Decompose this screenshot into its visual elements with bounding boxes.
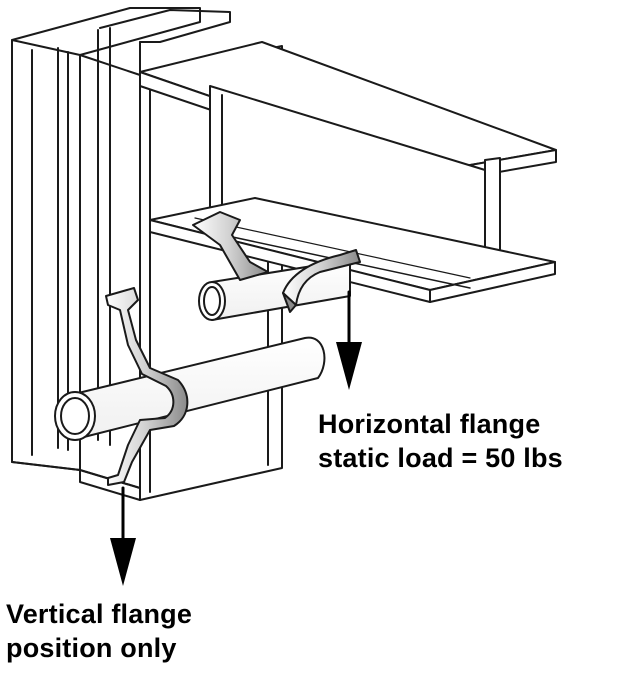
horizontal-load-arrow: [336, 290, 362, 390]
lower-pipe: [54, 336, 326, 441]
horizontal-label-line2: static load = 50 lbs: [318, 443, 563, 473]
vertical-label-line2: position only: [6, 633, 177, 663]
vertical-label-line1: Vertical flange: [6, 599, 193, 629]
horizontal-label-line1: Horizontal flange: [318, 409, 541, 439]
vertical-flange-clip: [105, 287, 189, 486]
horizontal-flange-clip: [192, 211, 361, 313]
horizontal-flange-label: Horizontal flange static load = 50 lbs: [318, 407, 563, 475]
vertical-position-arrow: [110, 486, 136, 586]
vertical-flange-label: Vertical flange position only: [6, 597, 192, 665]
horizontal-beam: [139, 41, 557, 303]
vertical-column: [11, 7, 231, 501]
